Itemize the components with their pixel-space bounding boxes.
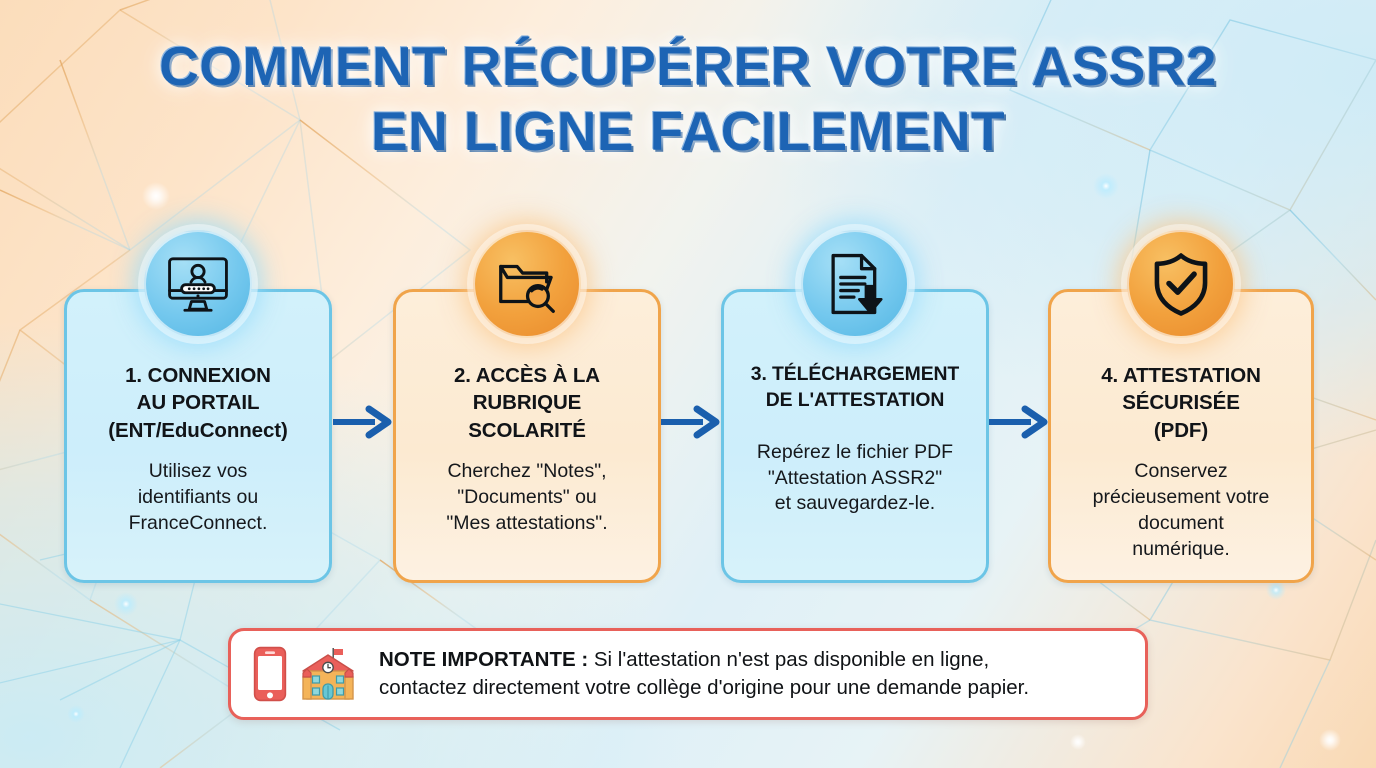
step-card-2-description: Cherchez "Notes","Documents" ou"Mes atte… (446, 459, 608, 534)
note-text: NOTE IMPORTANTE : Si l'attestation n'est… (379, 646, 1029, 702)
document-download-icon (831, 253, 883, 315)
note-icon-group (253, 646, 359, 702)
folder-search-icon (499, 264, 555, 313)
monitor-login-icon-badge (144, 230, 252, 338)
arrow-step1-to-step2 (333, 405, 393, 439)
shield-check-icon (1154, 253, 1208, 316)
school-building-icon (302, 648, 354, 700)
step-card-3-description: Repérez le fichier PDF"Attestation ASSR2… (756, 440, 954, 515)
monitor-login-icon (168, 257, 228, 312)
smartphone-icon (253, 646, 287, 702)
shield-check-icon-badge (1127, 230, 1235, 338)
folder-search-icon-badge (473, 230, 581, 338)
document-download-icon-badge (801, 230, 909, 338)
arrow-right-icon (989, 405, 1048, 439)
title-line-1: COMMENT RÉCUPÉRER VOTRE ASSR2 (159, 35, 1217, 97)
note-line-1: Si l'attestation n'est pas disponible en… (588, 648, 990, 672)
arrow-right-icon (333, 405, 392, 439)
note-label: NOTE IMPORTANTE : (379, 648, 589, 672)
title-line-2: EN LIGNE FACILEMENT (370, 99, 1005, 162)
arrow-right-icon (661, 405, 720, 439)
arrow-step2-to-step3 (661, 405, 721, 439)
page-title: COMMENT RÉCUPÉRER VOTRE ASSR2 EN LIGNE F… (0, 34, 1376, 164)
important-note-bar: NOTE IMPORTANTE : Si l'attestation n'est… (228, 628, 1148, 720)
note-line-2: contactez directement votre collège d'or… (379, 676, 1030, 699)
arrow-step3-to-step4 (989, 405, 1049, 439)
